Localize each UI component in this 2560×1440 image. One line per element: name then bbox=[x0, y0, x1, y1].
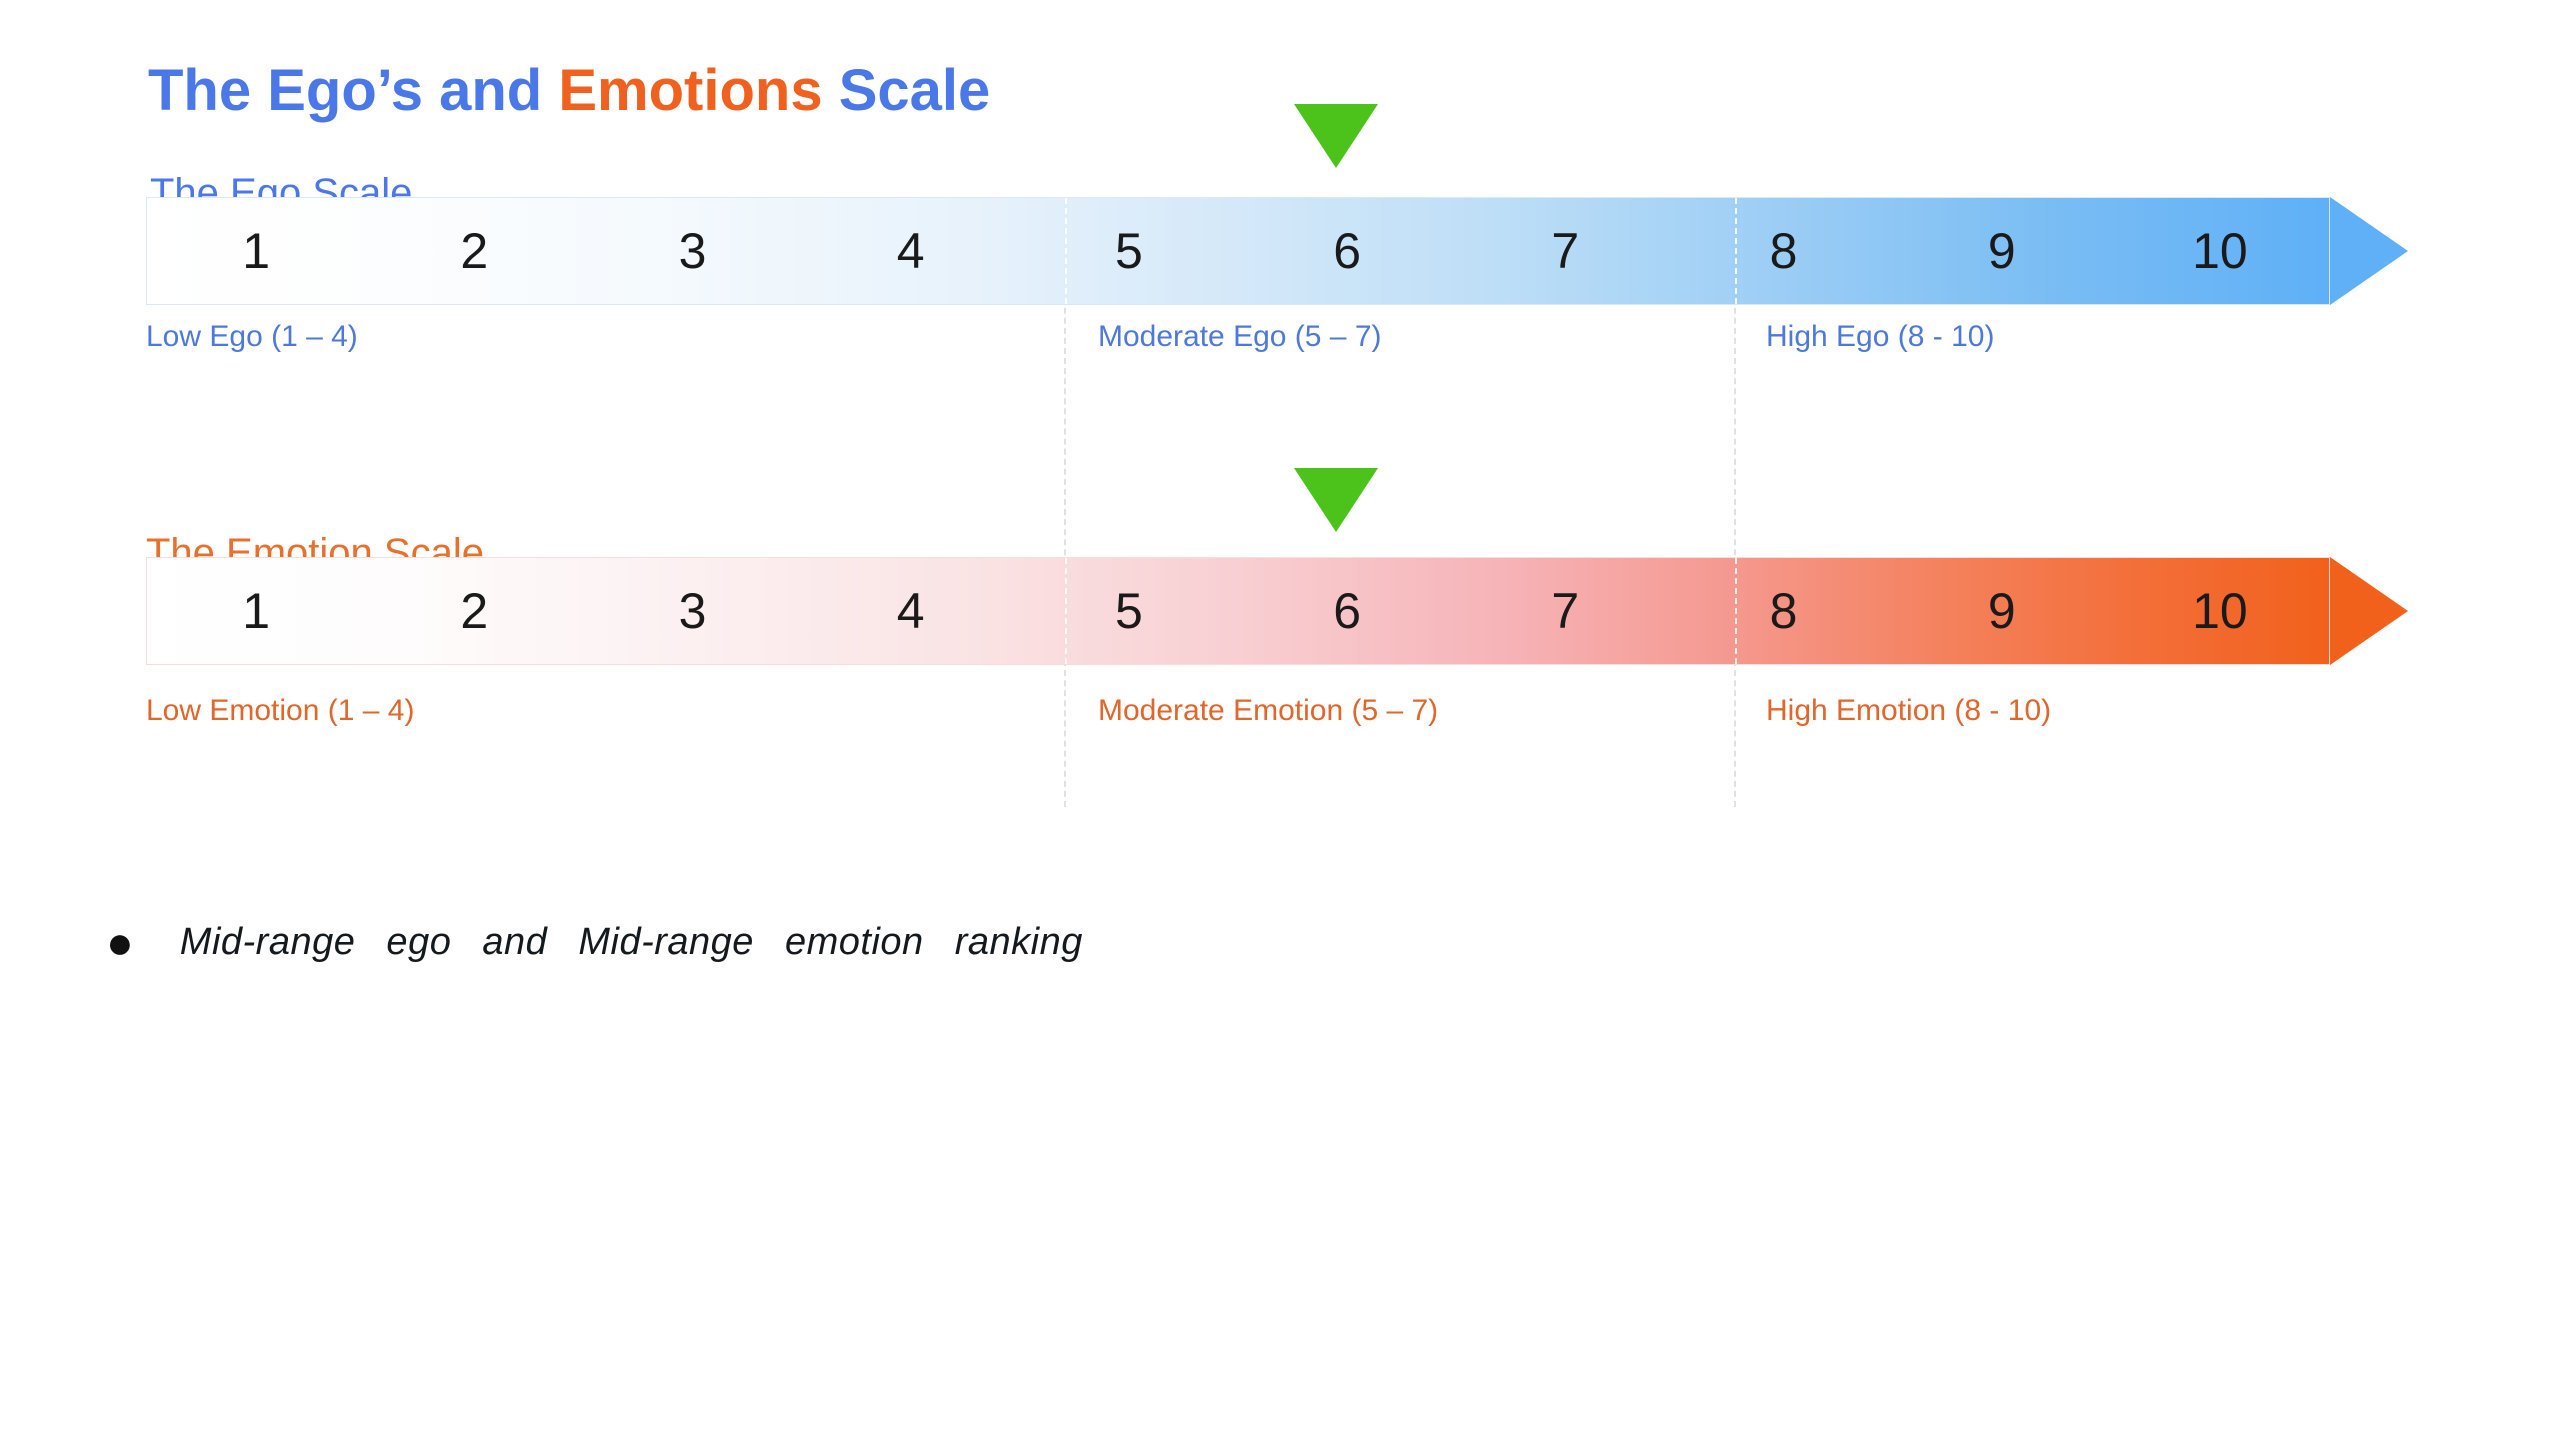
emotion-range-moderate-label: Moderate Emotion (5 – 7) bbox=[1098, 694, 1439, 727]
ego-scale-value: 6 bbox=[1333, 223, 1362, 279]
ego-scale-value: 8 bbox=[1769, 223, 1798, 279]
ego-scale-value: 4 bbox=[896, 223, 925, 279]
emotion-scale-value: 9 bbox=[1987, 583, 2016, 639]
ego-scale-value: 7 bbox=[1551, 223, 1580, 279]
emotion-scale-value: 3 bbox=[678, 583, 707, 639]
section-divider-line-low-moderate bbox=[1064, 197, 1066, 807]
emotion-scale-marker-triangle-icon bbox=[1294, 468, 1378, 532]
ego-scale-value: 1 bbox=[242, 223, 270, 279]
emotion-scale-value: 10 bbox=[2192, 583, 2248, 639]
emotion-scale-bar-gradient: 1 2 3 4 5 6 7 8 9 10 bbox=[146, 557, 2330, 665]
page-title: The Ego’s and Emotions Scale bbox=[148, 57, 990, 124]
ego-scale-value: 10 bbox=[2192, 223, 2248, 279]
emotion-scale-value: 1 bbox=[242, 583, 270, 639]
ego-range-low-label: Low Ego (1 – 4) bbox=[146, 320, 358, 353]
emotion-range-high-label: High Emotion (8 - 10) bbox=[1766, 694, 2052, 727]
footnote-bullet-item: ● Mid-range ego and Mid-range emotion ra… bbox=[106, 916, 1083, 968]
emotion-bar-segment-line bbox=[1065, 558, 1067, 664]
emotion-scale-arrowhead-icon bbox=[2330, 557, 2408, 665]
ego-scale-value: 9 bbox=[1987, 223, 2016, 279]
ego-scale-value: 5 bbox=[1115, 223, 1143, 279]
emotion-bar-segment-line bbox=[1735, 558, 1737, 664]
ego-scale-value: 3 bbox=[678, 223, 707, 279]
emotion-scale-value: 2 bbox=[460, 583, 489, 639]
ego-bar-segment-line bbox=[1065, 198, 1067, 304]
emotion-scale-value: 4 bbox=[896, 583, 925, 639]
emotion-scale-value: 8 bbox=[1769, 583, 1798, 639]
emotion-scale-value: 6 bbox=[1333, 583, 1362, 639]
emotion-scale-bar: 1 2 3 4 5 6 7 8 9 10 bbox=[146, 557, 2408, 667]
ego-bar-segment-line bbox=[1735, 198, 1737, 304]
ego-scale-bar: 1 2 3 4 5 6 7 8 9 10 bbox=[146, 197, 2408, 307]
title-part-blue-2: Scale bbox=[822, 57, 991, 123]
section-divider-line-moderate-high bbox=[1734, 197, 1736, 807]
emotion-range-low-label: Low Emotion (1 – 4) bbox=[146, 694, 415, 727]
emotion-scale-value: 5 bbox=[1115, 583, 1143, 639]
ego-range-moderate-label: Moderate Ego (5 – 7) bbox=[1098, 320, 1382, 353]
ego-scale-value: 2 bbox=[460, 223, 489, 279]
ego-scale-bar-gradient: 1 2 3 4 5 6 7 8 9 10 bbox=[146, 197, 2330, 305]
bullet-icon: ● bbox=[106, 916, 134, 968]
title-part-orange: Emotions bbox=[558, 57, 823, 123]
footnote-text: Mid-range ego and Mid-range emotion rank… bbox=[179, 921, 1083, 963]
title-part-blue-1: The Ego’s and bbox=[148, 57, 559, 123]
ego-range-high-label: High Ego (8 - 10) bbox=[1766, 320, 1995, 353]
ego-scale-marker-triangle-icon bbox=[1294, 104, 1378, 168]
emotion-scale-value: 7 bbox=[1551, 583, 1580, 639]
ego-scale-arrowhead-icon bbox=[2330, 197, 2408, 305]
